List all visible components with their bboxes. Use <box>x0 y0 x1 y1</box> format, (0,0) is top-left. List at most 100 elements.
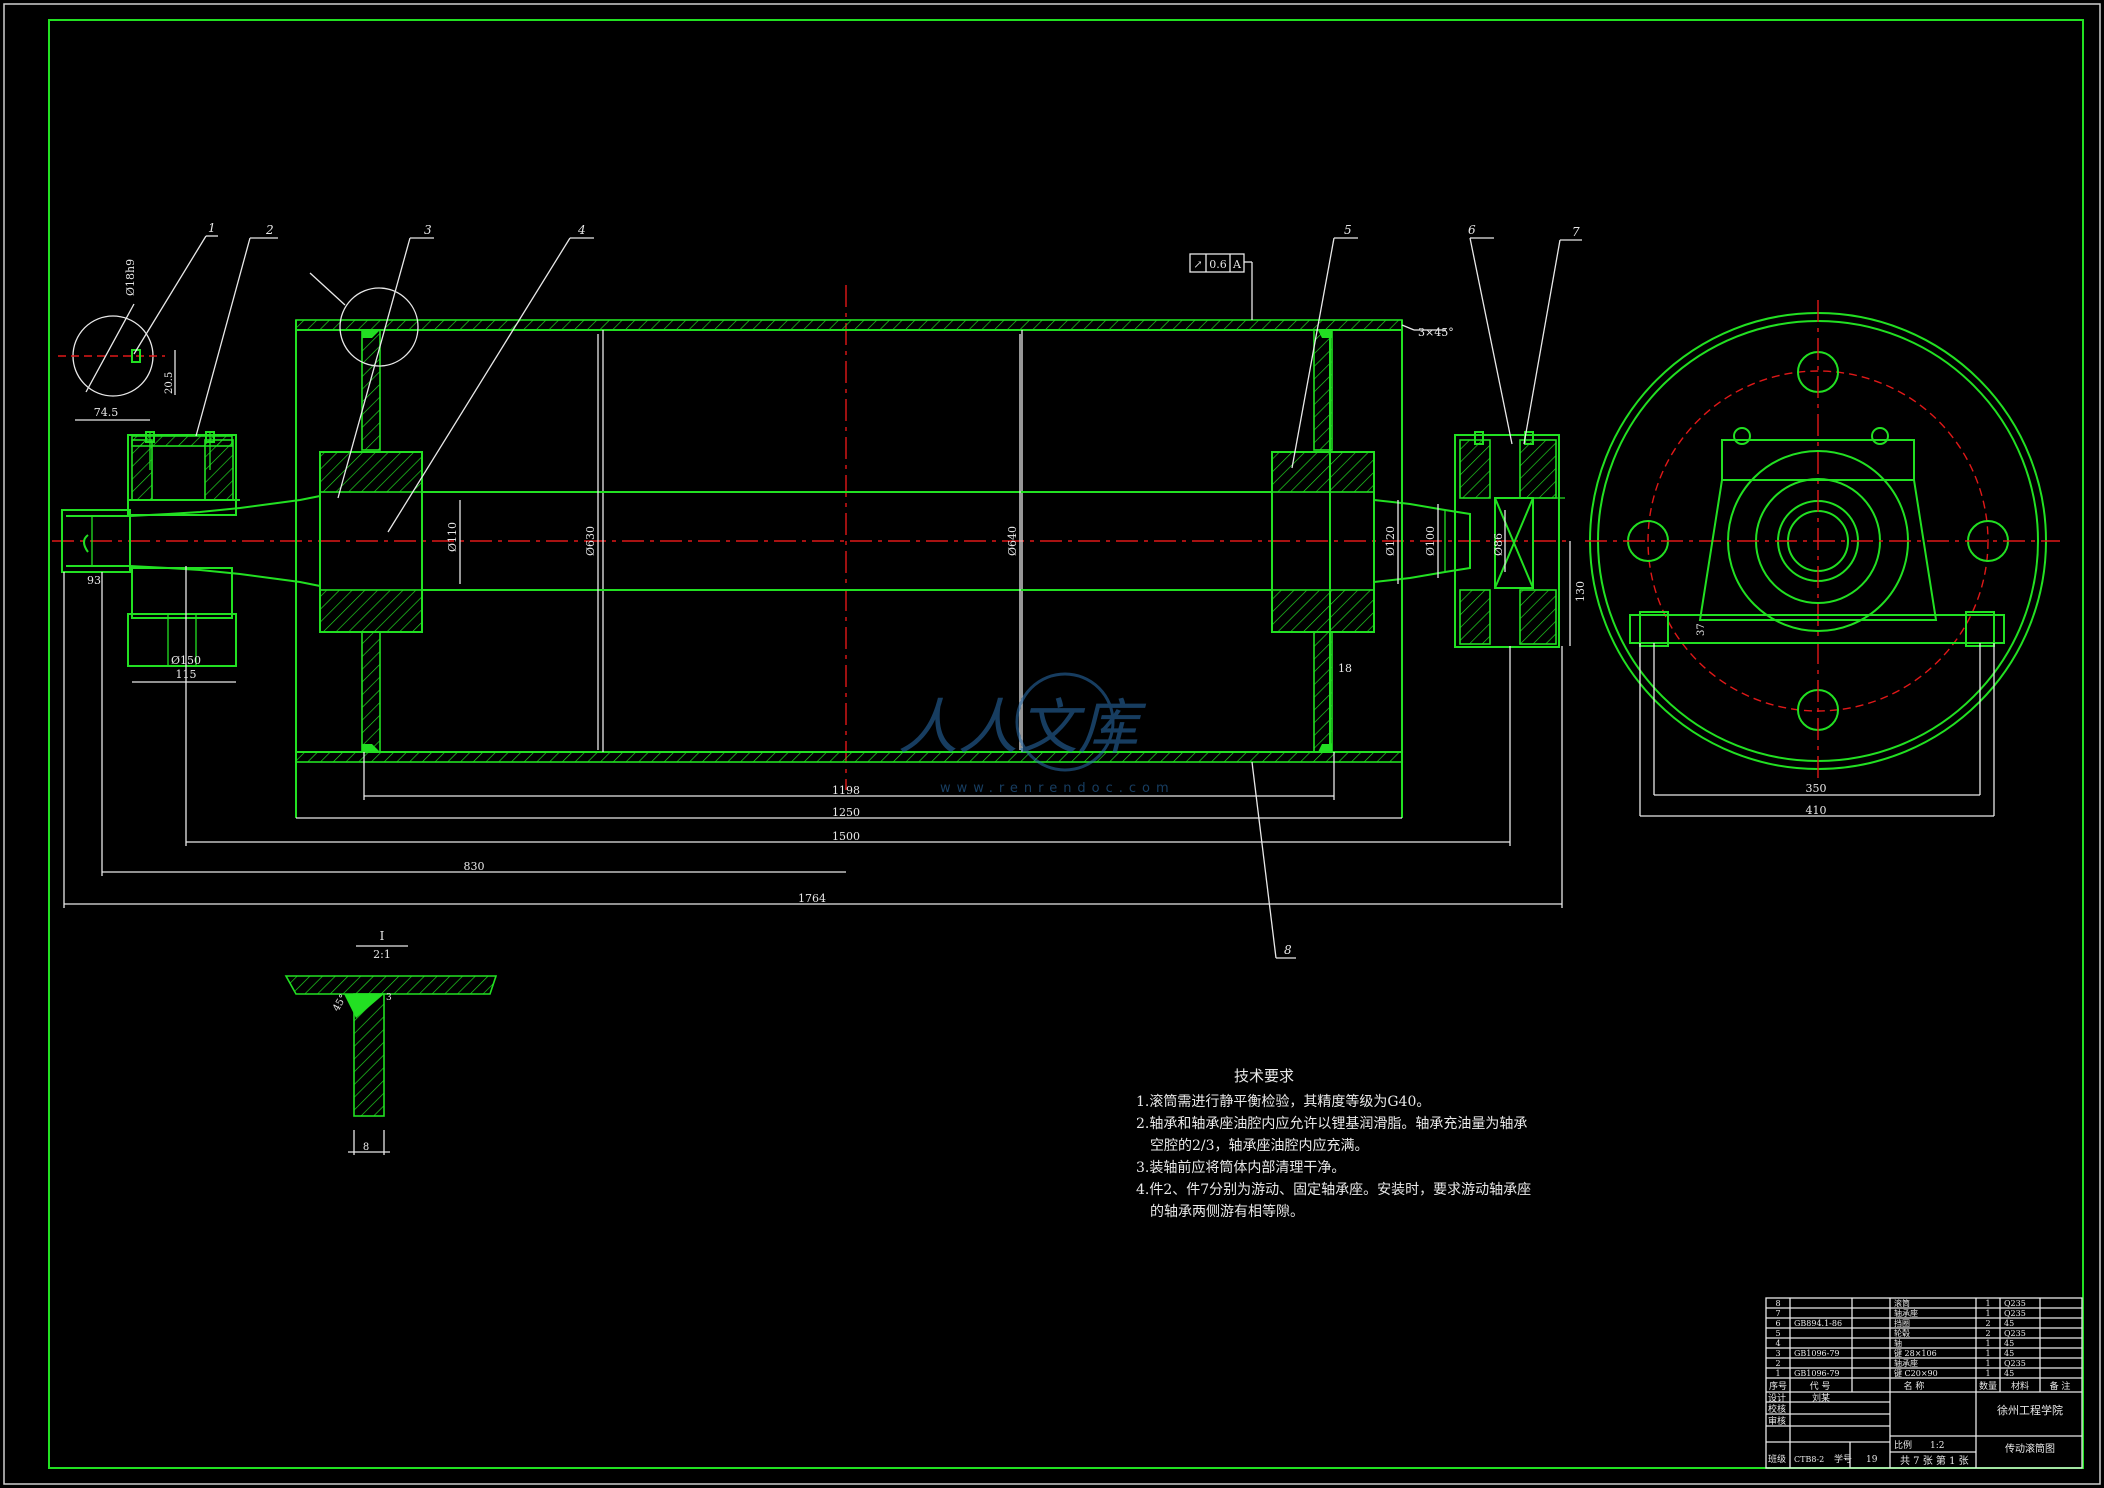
bom-cell: 1 <box>1985 1339 1990 1348</box>
dim-bearing-d: Ø150 <box>171 654 201 667</box>
part-label-6: 6 <box>1468 223 1476 237</box>
bom-cell: 6 <box>1775 1319 1780 1328</box>
detail-labels: I 2:1 <box>373 929 391 961</box>
bom-cell: GB894.1-86 <box>1794 1319 1842 1328</box>
detail-label: I <box>380 929 385 943</box>
bom-cell: 轴承座 <box>1894 1308 1918 1318</box>
dim-18: 18 <box>1338 662 1352 675</box>
bom-cell: 1 <box>1985 1309 1990 1318</box>
bom-cell: Q235 <box>2004 1299 2026 1308</box>
bom-cell: 键 28×106 <box>1894 1348 1937 1358</box>
dim-130: 130 <box>1574 581 1587 602</box>
bom-header-name: 名 称 <box>1904 1380 1925 1392</box>
part-label-2: 2 <box>265 223 274 237</box>
part-label-3: 3 <box>424 223 432 237</box>
bom-cell: 45 <box>2004 1369 2014 1378</box>
bom-cell: 1 <box>1985 1299 1990 1308</box>
detail-circle <box>339 287 419 367</box>
tb-review: 审核 <box>1768 1415 1786 1427</box>
tb-drawing-name: 传动滚筒图 <box>2005 1442 2055 1455</box>
title-block-grid <box>1765 1297 2083 1469</box>
bom-cell: 键 C20×90 <box>1894 1368 1938 1378</box>
dim-1500: 1500 <box>832 830 860 843</box>
tolerance-datum: A <box>1232 258 1242 271</box>
tb-sheets: 共 7 张 第 1 张 <box>1900 1454 1969 1467</box>
dim-d640: Ø640 <box>1006 526 1019 556</box>
tech-item-2: 2.轴承和轴承座油腔内应允许以锂基润滑脂。轴承充油量为轴承 <box>1136 1115 1527 1132</box>
dim-bearing-w: 115 <box>176 668 197 681</box>
key-section <box>58 303 165 397</box>
bom-cell: 1 <box>1985 1359 1990 1368</box>
weld-detail <box>284 945 498 1155</box>
bom-cell: 轮毂 <box>1894 1328 1910 1338</box>
detail-scale: 2:1 <box>373 948 391 961</box>
tolerance-symbol: ↗ <box>1193 258 1202 271</box>
dim-93: 93 <box>87 574 101 587</box>
tech-item-1: 1.滚筒需进行静平衡检验，其精度等级为G40。 <box>1136 1093 1430 1110</box>
bom-header: 序号 代 号 名 称 数量 材料 备 注 <box>1769 1380 2070 1392</box>
dim-pin-diameter: Ø18h9 <box>124 259 137 296</box>
dim-20: 20.5 <box>164 372 175 394</box>
bom-cell: 轴 <box>1894 1338 1902 1348</box>
bom-cell: 3 <box>1775 1349 1780 1358</box>
dim-1198: 1198 <box>832 784 860 797</box>
end-view <box>1585 300 2060 816</box>
bom-cell: GB1096-79 <box>1794 1349 1840 1358</box>
bom-cell: 45 <box>2004 1349 2014 1358</box>
drum-shell <box>295 319 1403 818</box>
bom-header-no: 序号 <box>1769 1380 1787 1392</box>
dim-d120: Ø120 <box>1384 526 1397 556</box>
bom-cell: 1 <box>1775 1369 1780 1378</box>
bom-cell: 8 <box>1775 1299 1780 1308</box>
part-label-5: 5 <box>1344 223 1352 237</box>
bom-cell: 滚筒 <box>1894 1298 1910 1308</box>
part-leaders <box>133 235 1582 959</box>
bom-cell: 2 <box>1775 1359 1780 1368</box>
watermark-text: 人人文库 <box>898 693 1147 763</box>
dim-830: 830 <box>464 860 485 873</box>
dim-weld-8: 8 <box>363 1142 369 1153</box>
bom-header-code: 代 号 <box>1810 1381 1831 1392</box>
dimension-lines <box>63 334 1994 908</box>
dim-d100: Ø100 <box>1424 526 1437 556</box>
tb-designer: 刘某 <box>1812 1392 1830 1404</box>
dim-d630: Ø630 <box>584 526 597 556</box>
tech-item-4b: 的轴承两侧游有相等隙。 <box>1136 1203 1304 1220</box>
bom-cell: 2 <box>1985 1329 1990 1338</box>
bom-cell: 轴承座 <box>1894 1358 1918 1368</box>
tech-item-3: 3.装轴前应将筒体内部清理干净。 <box>1136 1159 1345 1176</box>
dim-410: 410 <box>1806 804 1827 817</box>
bom-cell: 2 <box>1985 1319 1990 1328</box>
bom-header-material: 材料 <box>2011 1380 2029 1392</box>
tb-no: 19 <box>1866 1455 1878 1465</box>
bom-cell: Q235 <box>2004 1329 2026 1338</box>
dim-350: 350 <box>1806 782 1827 795</box>
part-label-4: 4 <box>577 223 586 237</box>
technical-requirements: 技术要求 1.滚筒需进行静平衡检验，其精度等级为G40。 2.轴承和轴承座油腔内… <box>1136 1067 1531 1220</box>
part-label-7: 7 <box>1572 225 1580 239</box>
left-hub <box>319 329 423 753</box>
dim-d86: Ø86 <box>1492 533 1505 556</box>
watermark: 人人文库 www.renrendoc.com <box>898 672 1169 796</box>
bom-header-note: 备 注 <box>2050 1380 2071 1392</box>
inner-frame <box>48 19 2084 1469</box>
bom-cell: 4 <box>1775 1339 1780 1348</box>
bom-cell: 5 <box>1775 1329 1780 1338</box>
tb-school: 徐州工程学院 <box>1997 1403 2063 1417</box>
dim-1764: 1764 <box>798 892 826 905</box>
bom-cell: 1 <box>1985 1369 1990 1378</box>
part-label-1: 1 <box>208 221 216 235</box>
right-hub <box>1271 329 1375 753</box>
bom-cell: 挡圈 <box>1894 1318 1910 1328</box>
bom-cell: 1 <box>1985 1349 1990 1358</box>
bom-cell: Q235 <box>2004 1359 2026 1368</box>
dim-37: 37 <box>1696 623 1707 636</box>
tb-class-label: 班级 <box>1768 1453 1786 1465</box>
part-numbers: 1 2 3 4 5 6 7 8 <box>208 221 1580 957</box>
bom-cell: 45 <box>2004 1339 2014 1348</box>
tb-class: CTB8-2 <box>1794 1455 1824 1464</box>
title-block-text: 设计 刘某 校核 审核 班级 CTB8-2 学号 19 徐州工程学院 传动滚筒图… <box>1768 1392 2063 1467</box>
shaft <box>61 491 1471 591</box>
